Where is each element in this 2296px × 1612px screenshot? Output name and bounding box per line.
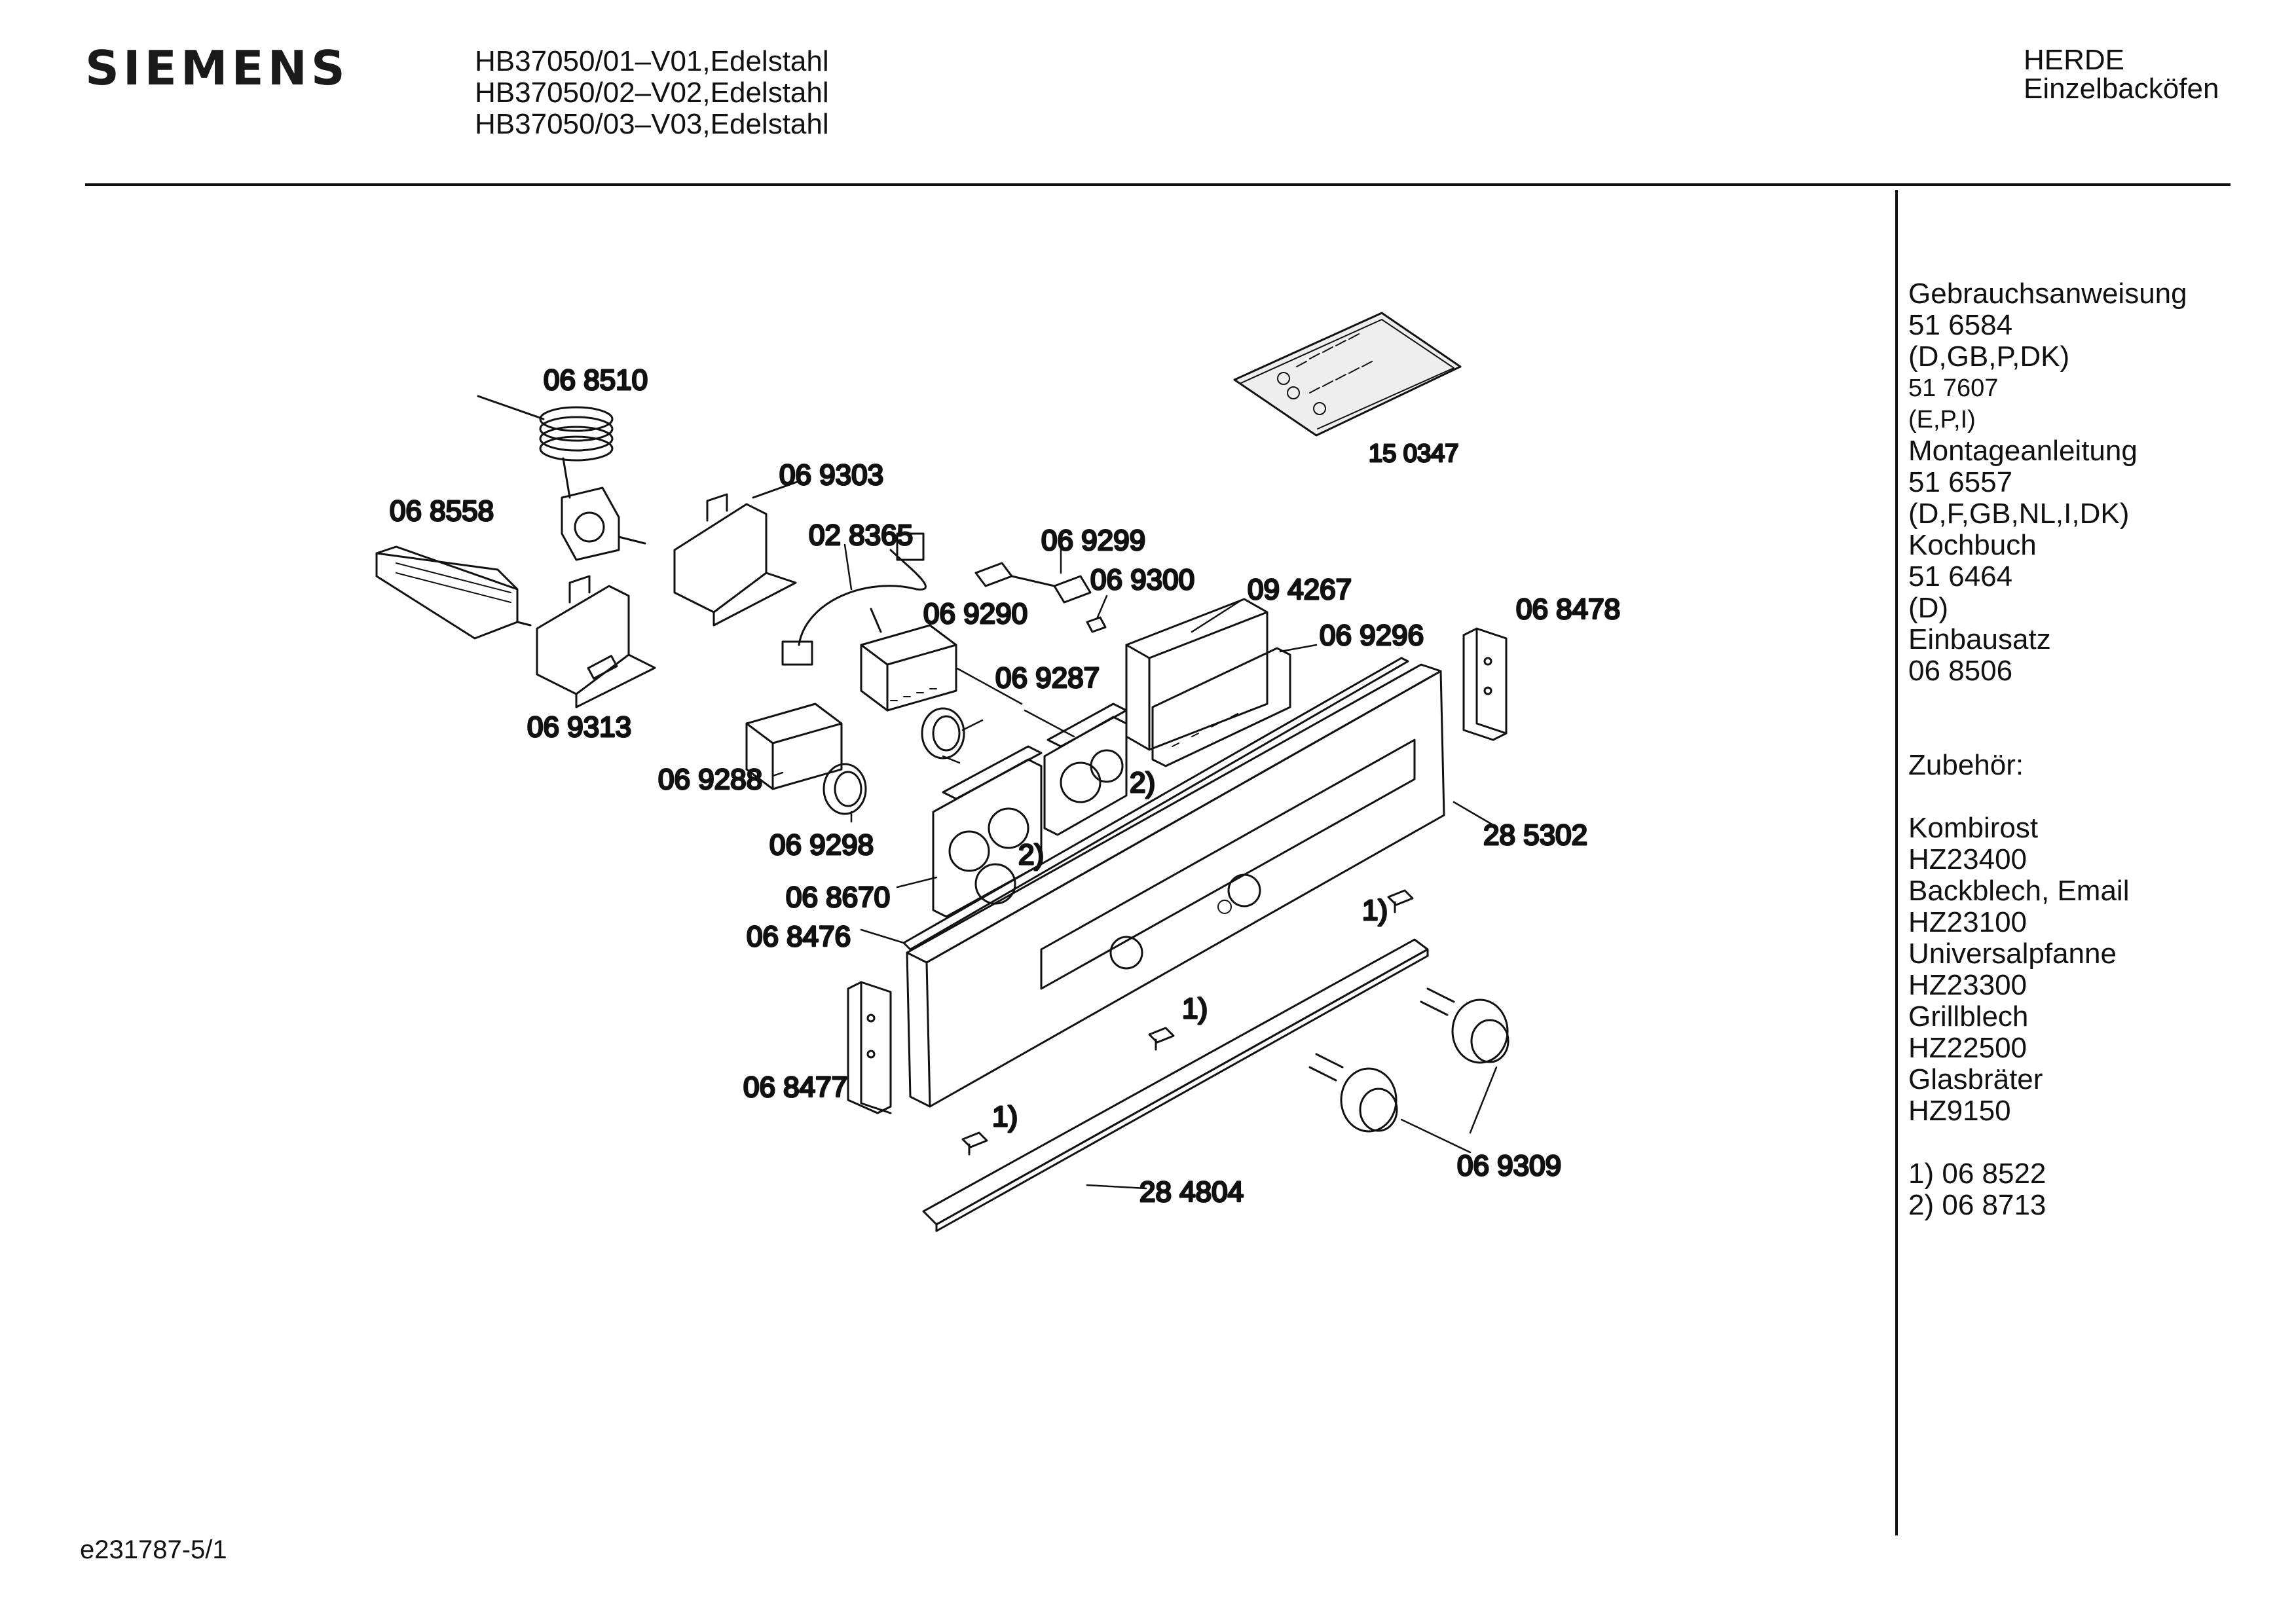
accessory-code: HZ23100 (1908, 906, 2028, 938)
mounting-bracket-right (673, 480, 800, 627)
part-label: 06 9296 (1320, 619, 1424, 651)
accessory-name: Glasbräter (1908, 1063, 2043, 1095)
terminal-strip (375, 545, 532, 640)
part-label: 06 8558 (390, 495, 494, 527)
duct-cover (1151, 647, 1291, 767)
part-label: 06 9309 (1457, 1150, 1561, 1182)
part-label: 02 8365 (809, 519, 913, 551)
accessory-code: HZ23300 (1908, 969, 2028, 1001)
accessory-code: HZ9150 (1908, 1095, 2011, 1127)
part-label: 06 8670 (786, 881, 890, 913)
side-hinge-left (847, 981, 892, 1114)
part-label: 06 8510 (544, 364, 648, 396)
footnote-marker: 1) (1362, 894, 1388, 926)
part-label: 06 9303 (779, 459, 883, 491)
part-label: 06 8477 (743, 1071, 847, 1103)
part-label: 06 8478 (1516, 593, 1620, 625)
part-label: 28 4804 (1139, 1176, 1244, 1208)
trim-strip-upper (902, 657, 1409, 951)
model-line: HB37050/02–V02,Edelstahl (475, 77, 829, 109)
category-line: HERDE (2024, 44, 2125, 76)
model-line: HB37050/03–V03,Edelstahl (475, 108, 829, 140)
part-label: 06 9288 (658, 763, 762, 796)
doc-number: 06 8506 (1908, 655, 2013, 687)
control-module-upper (860, 624, 957, 712)
switch-housing (932, 745, 1043, 918)
doc-title: Einbausatz (1908, 623, 2051, 655)
plug-connectors (974, 562, 1107, 633)
control-knob-right (1420, 987, 1509, 1064)
accessory-name: Backblech, Email (1908, 875, 2130, 907)
accessory-code: HZ23400 (1908, 843, 2028, 875)
doc-title: Gebrauchsanweisung (1908, 278, 2187, 310)
doc-langs: (D) (1908, 592, 1949, 624)
footnote-marker: 2) (1018, 839, 1044, 871)
part-label: 06 8476 (747, 921, 851, 953)
model-list: HB37050/01–V01,Edelstahl HB37050/02–V02,… (475, 46, 829, 140)
footnote-marker: 1) (1182, 993, 1208, 1025)
doc-number: 51 7607 (1908, 375, 1999, 402)
screw-kit-bag (1233, 312, 1462, 437)
control-module-lower (745, 703, 843, 790)
part-label: 06 9287 (995, 662, 1100, 694)
header-divider (85, 183, 2231, 186)
side-hinge-right (1462, 627, 1508, 741)
control-knob-left (1308, 1053, 1398, 1133)
product-category: HERDE Einzelbacköfen (2024, 46, 2219, 103)
accessory-name: Universalpfanne (1908, 938, 2117, 970)
part-label: 06 9313 (527, 711, 631, 743)
part-label: 09 4267 (1248, 574, 1352, 606)
accessory-code: HZ22500 (1908, 1032, 2028, 1064)
accessories-title: Zubehör: (1908, 749, 2024, 781)
footnote-marker: 2) (1130, 767, 1155, 799)
clip (1148, 1027, 1175, 1051)
accessory-name: Grillblech (1908, 1000, 2029, 1033)
sidebar-divider (1895, 190, 1898, 1535)
part-label: 06 9299 (1041, 524, 1145, 557)
doc-number: 51 6464 (1908, 560, 2013, 593)
doc-langs: (D,GB,P,DK) (1908, 340, 2070, 373)
lower-trim-strip (922, 938, 1429, 1232)
part-label: 06 9290 (923, 598, 1028, 630)
exploded-view-diagram: 06 8510 06 9303 06 8558 02 8365 06 9299 … (375, 312, 1621, 1232)
switch-housing-right (1043, 703, 1128, 836)
doc-number: 51 6584 (1908, 309, 2013, 341)
model-line: HB37050/01–V01,Edelstahl (475, 45, 829, 77)
rotary-switch-lower (823, 763, 867, 815)
accessory-name: Kombirost (1908, 812, 2039, 844)
fan-bracket (1125, 598, 1268, 751)
mounting-bracket-left (536, 575, 656, 708)
part-label: 15 0347 (1369, 440, 1458, 467)
clip (1387, 889, 1414, 913)
footnote-marker: 1) (992, 1101, 1018, 1133)
footnote: 1) 06 8522 (1908, 1158, 2046, 1190)
part-label: 06 9298 (769, 829, 874, 861)
part-label: 28 5302 (1483, 819, 1587, 851)
wiring-harness (781, 532, 927, 666)
footnote: 2) 06 8713 (1908, 1189, 2046, 1221)
temperature-sensor (477, 395, 646, 561)
document-id: e231787-5/1 (80, 1535, 227, 1564)
doc-langs: (E,P,I) (1908, 406, 1976, 433)
category-line: Einzelbacköfen (2024, 73, 2219, 105)
doc-number: 51 6557 (1908, 466, 2013, 498)
part-label: 06 9300 (1090, 564, 1194, 596)
brand-logo: SIEMENS (85, 41, 349, 96)
doc-langs: (D,F,GB,NL,I,DK) (1908, 498, 2130, 530)
doc-title: Montageanleitung (1908, 435, 2138, 467)
rotary-switch-upper (921, 707, 965, 760)
clip (961, 1131, 988, 1156)
control-panel (906, 663, 1445, 1108)
leader-lines (771, 543, 1498, 1190)
doc-title: Kochbuch (1908, 529, 2037, 561)
sidebar: Gebrauchsanweisung 51 6584 (D,GB,P,DK) 5… (1908, 278, 2187, 1221)
